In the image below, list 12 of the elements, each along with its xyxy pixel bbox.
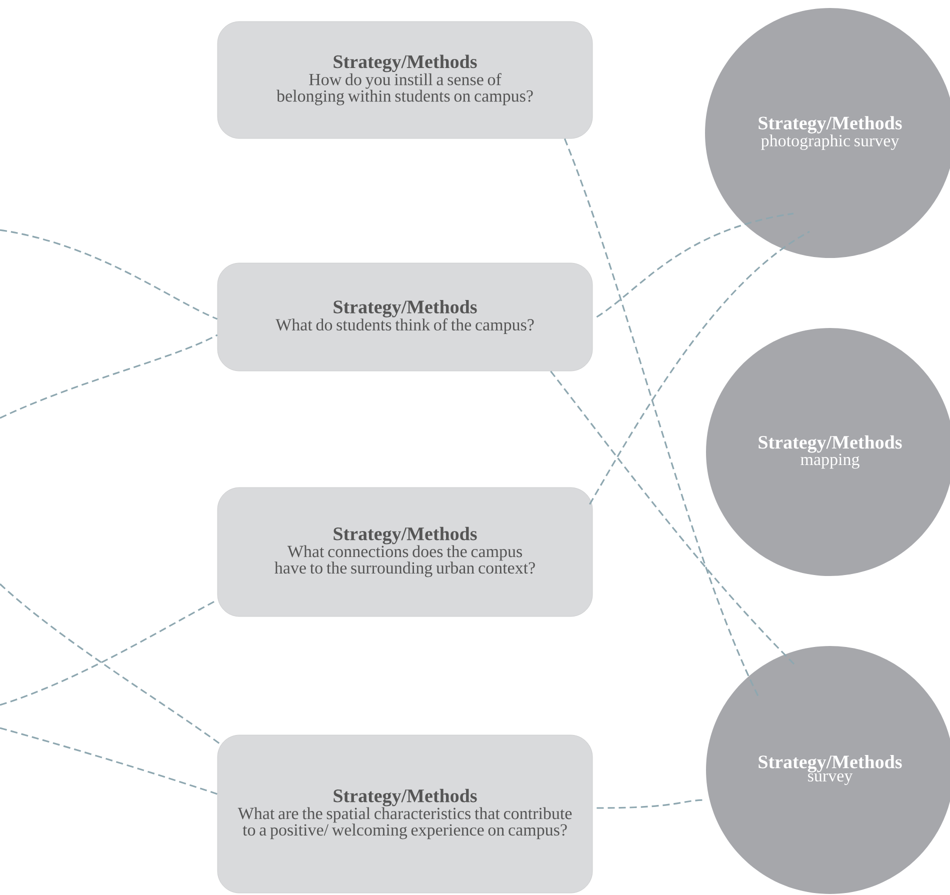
dashed-connector bbox=[589, 230, 810, 505]
dashed-connector bbox=[0, 229, 218, 320]
dashed-connector bbox=[564, 138, 759, 697]
dashed-connector bbox=[596, 212, 794, 318]
question-box: Strategy/Methods What do students think of the campus? bbox=[217, 262, 593, 372]
question-box: Strategy/Methods What connections does the campus have to the surrounding urban context? bbox=[217, 487, 593, 617]
question-box: Strategy/Methods What are the spatial characteristics that contribute to a positive/ welcoming experience on campus? bbox=[217, 734, 593, 894]
dashed-connector bbox=[0, 583, 222, 746]
dashed-connector bbox=[550, 370, 795, 665]
dashed-connector bbox=[0, 727, 218, 795]
dashed-connector bbox=[0, 334, 218, 419]
question-box: Strategy/Methods How do you instill a sense of belonging within students on campus? bbox=[217, 21, 593, 139]
